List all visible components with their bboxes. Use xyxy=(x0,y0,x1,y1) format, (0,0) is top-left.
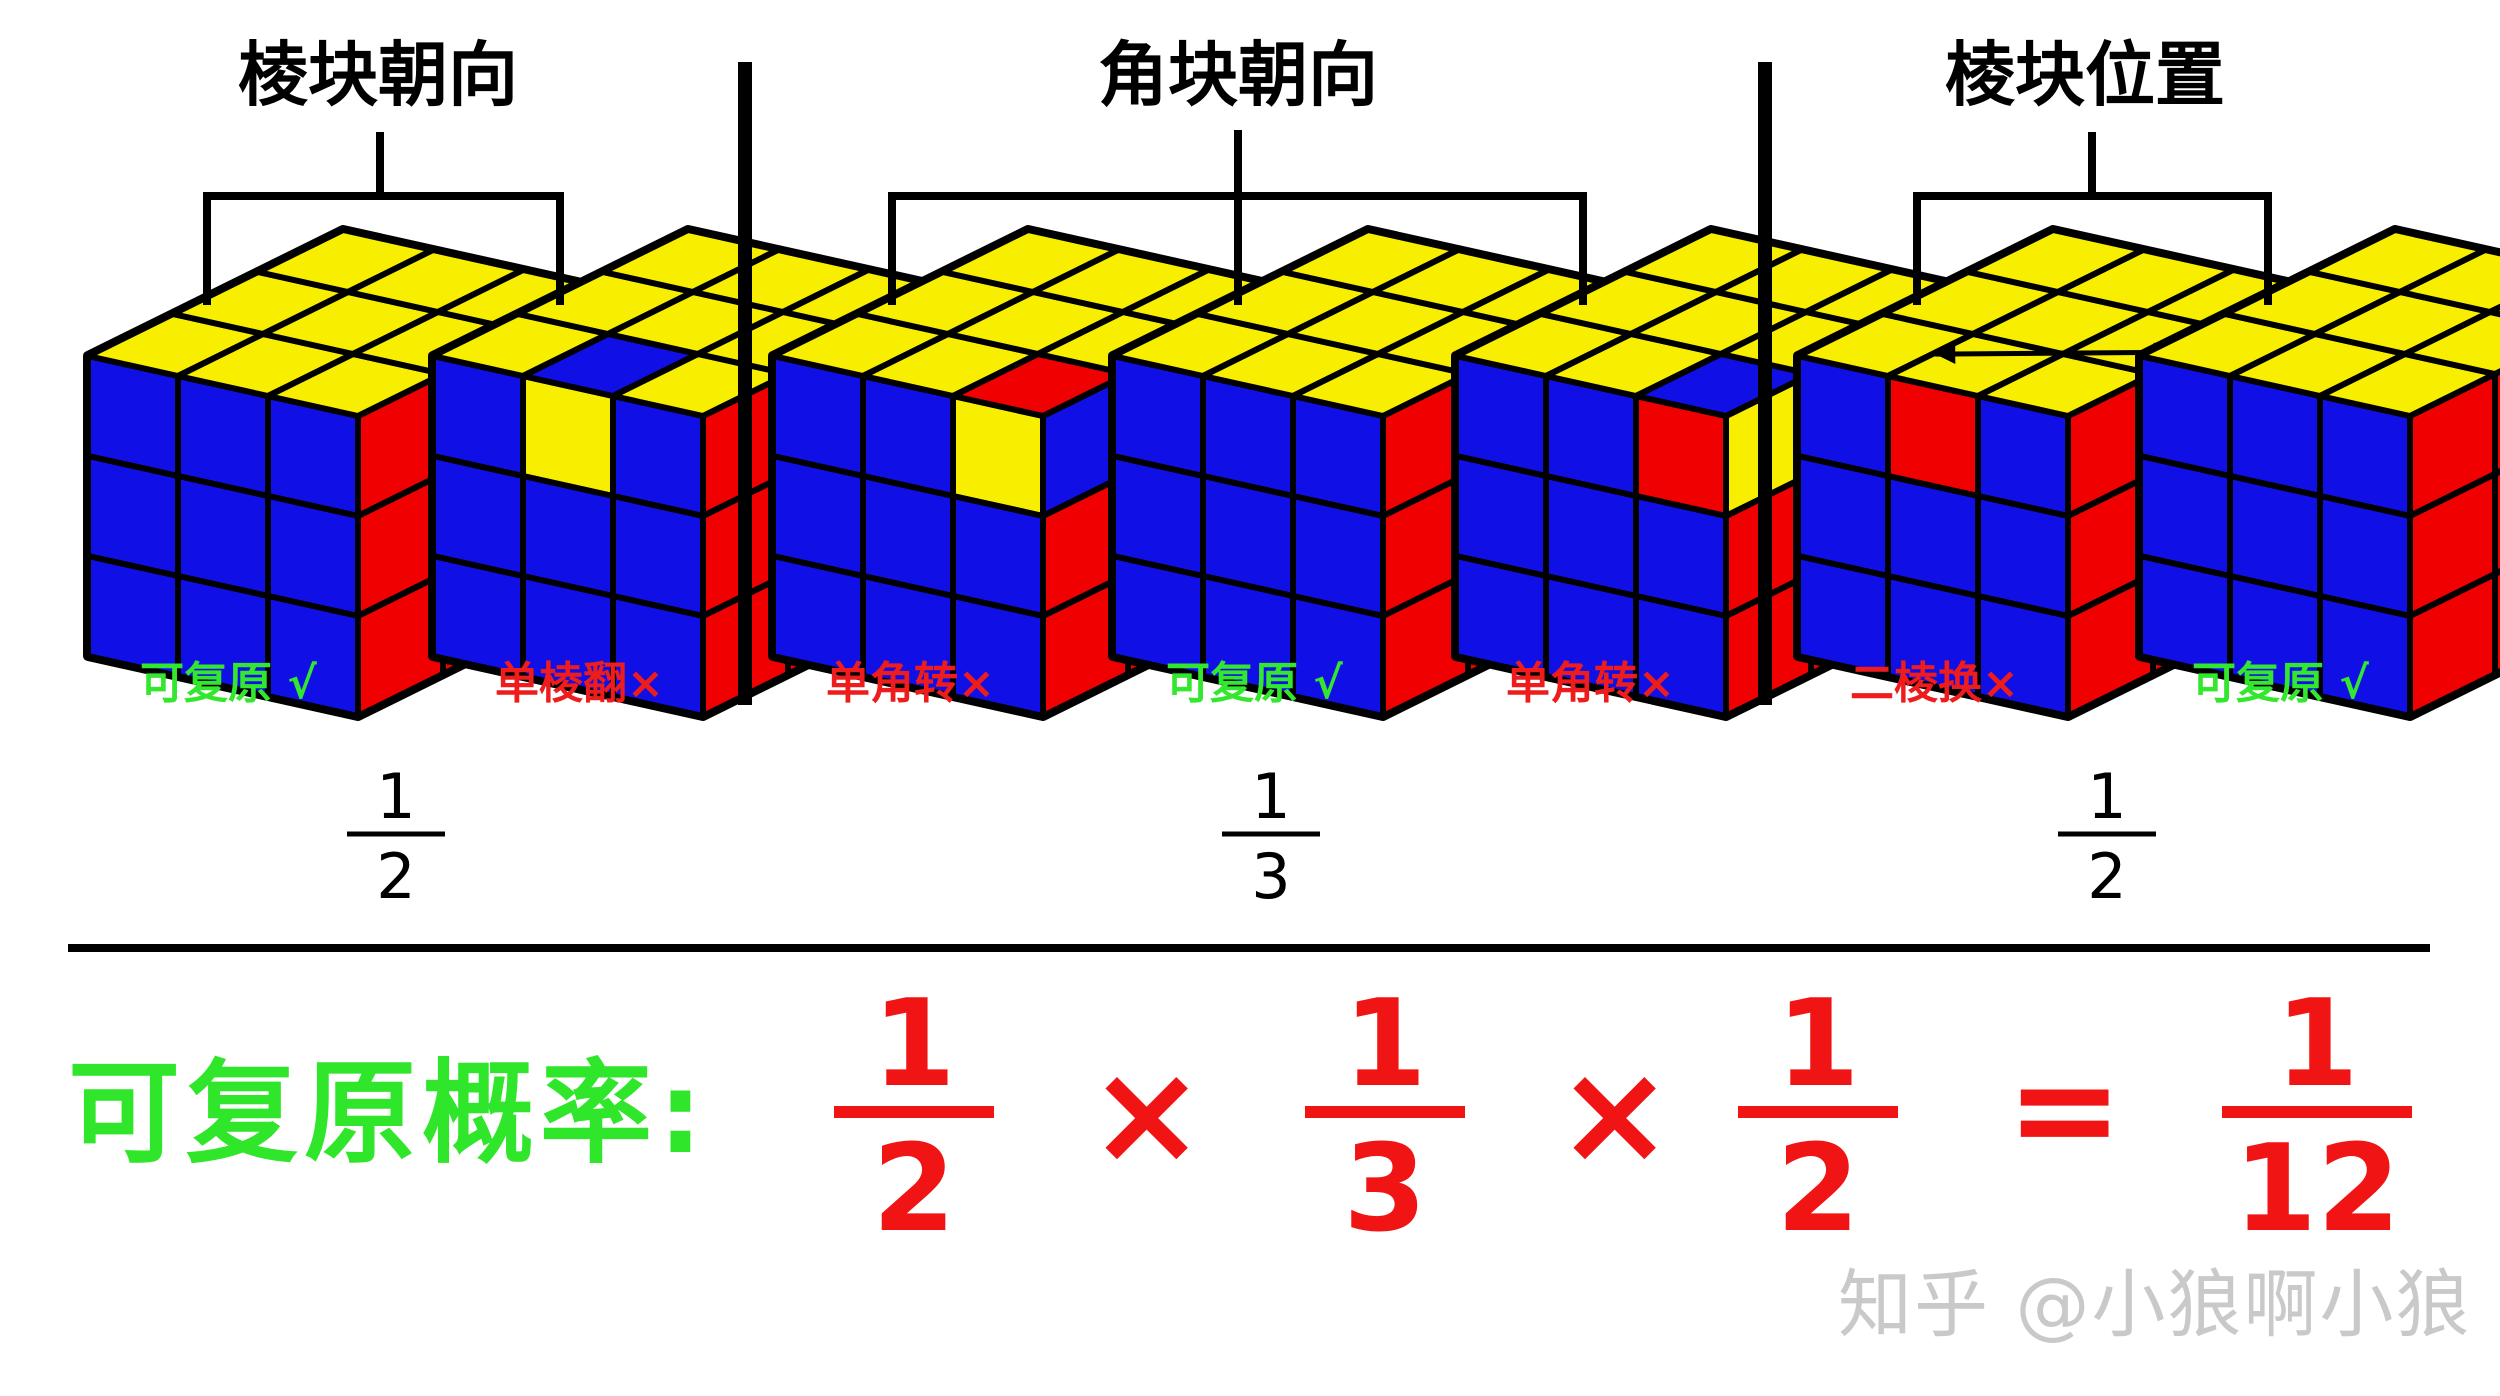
front-sticker xyxy=(950,593,1046,719)
heading-corner-orientation: 角块朝向 xyxy=(1098,34,1378,116)
fraction-numerator: 1 xyxy=(2087,760,2127,833)
result-numerator: 1 xyxy=(2275,975,2359,1114)
heading-edge-permutation: 棱块位置 xyxy=(1945,34,2225,116)
cube-corner-twist-1 xyxy=(768,225,1303,721)
fraction-denominator: 3 xyxy=(1251,840,1291,913)
caption-single-edge-flip: 单棱翻× xyxy=(495,658,664,709)
bracket-edge-permutation xyxy=(1913,132,2272,305)
equals-sign: = xyxy=(2006,1028,2124,1191)
fraction-denominator: 2 xyxy=(376,840,416,913)
watermark: 知乎 @小狼啊小狼 xyxy=(1838,1262,2472,1348)
top-sticker xyxy=(2397,247,2500,315)
swap-arrow-icon xyxy=(1935,349,2174,357)
front-sticker xyxy=(1975,593,2071,719)
multiply-sign: × xyxy=(1088,1033,1206,1196)
right-sticker xyxy=(2492,468,2500,577)
formula-denominator: 2 xyxy=(1776,1120,1860,1259)
formula-numerator: 1 xyxy=(1776,975,1860,1114)
bracket-corner-orientation xyxy=(888,130,1587,305)
right-sticker xyxy=(2492,368,2500,477)
heading-edge-orientation: 棱块朝向 xyxy=(238,34,518,116)
caption-solvable: 可复原 √ xyxy=(140,658,317,709)
caption-solvable: 可复原 √ xyxy=(2192,658,2369,709)
fraction-denominator: 2 xyxy=(2087,840,2127,913)
front-sticker xyxy=(265,593,361,719)
arrowhead-icon xyxy=(1935,343,1956,364)
fraction-numerator: 1 xyxy=(376,760,416,833)
caption-single-corner-twist: 单角转× xyxy=(826,658,995,709)
right-sticker xyxy=(2492,568,2500,677)
fraction-numerator: 1 xyxy=(1251,760,1291,833)
front-sticker xyxy=(1633,593,1729,719)
top-sticker xyxy=(2402,309,2500,377)
front-sticker xyxy=(1290,593,1386,719)
formula-denominator: 3 xyxy=(1343,1120,1427,1259)
caption-two-edge-swap: 二棱换× xyxy=(1850,658,2019,709)
formula-label: 可复原概率: xyxy=(68,1049,709,1179)
front-sticker xyxy=(2317,593,2413,719)
cube-solved-3 xyxy=(2135,225,2500,721)
caption-solvable: 可复原 √ xyxy=(1166,658,1343,709)
top-sticker xyxy=(2487,303,2500,318)
caption-single-corner-twist: 单角转× xyxy=(1506,658,1675,709)
multiply-sign: × xyxy=(1556,1033,1674,1196)
formula-numerator: 1 xyxy=(1343,975,1427,1114)
result-denominator: 12 xyxy=(2233,1120,2401,1259)
front-sticker xyxy=(610,593,706,719)
formula-denominator: 2 xyxy=(872,1120,956,1259)
bracket-edge-orientation xyxy=(203,132,564,305)
formula-numerator: 1 xyxy=(872,975,956,1114)
